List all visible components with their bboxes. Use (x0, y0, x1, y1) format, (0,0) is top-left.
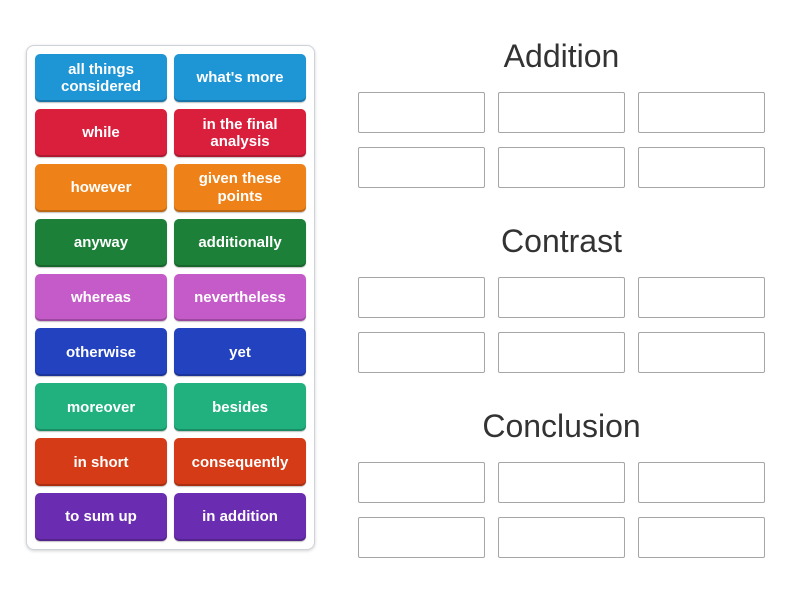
drop-slot[interactable] (498, 146, 625, 188)
drop-slot[interactable] (638, 146, 765, 188)
group-contrast: Contrast (358, 221, 765, 373)
drop-slot[interactable] (638, 276, 765, 318)
word-tile[interactable]: in the final analysis (174, 108, 306, 157)
group-title: Contrast (501, 223, 622, 259)
drop-slot[interactable] (498, 461, 625, 503)
word-tile[interactable]: however (35, 163, 167, 212)
drop-slot[interactable] (358, 331, 485, 373)
group-slots (358, 276, 765, 373)
word-tile[interactable]: all things considered (35, 54, 167, 102)
group-slots (358, 461, 765, 558)
drop-slot[interactable] (358, 276, 485, 318)
drop-slot[interactable] (638, 91, 765, 133)
group-slots (358, 91, 765, 188)
word-tile[interactable]: given these points (174, 163, 306, 212)
word-tile[interactable]: anyway (35, 218, 167, 267)
drop-slot[interactable] (498, 276, 625, 318)
word-tile[interactable]: to sum up (35, 493, 167, 541)
drop-slot[interactable] (358, 516, 485, 558)
group-addition: Addition (358, 36, 765, 188)
word-tile[interactable]: in short (35, 438, 167, 487)
word-tile[interactable]: whereas (35, 273, 167, 322)
word-tile[interactable]: in addition (174, 493, 306, 541)
word-tile[interactable]: consequently (174, 438, 306, 487)
group-title: Conclusion (482, 408, 641, 444)
drop-slot[interactable] (638, 461, 765, 503)
drop-slot[interactable] (498, 91, 625, 133)
drop-slot[interactable] (498, 516, 625, 558)
word-tile[interactable]: yet (174, 328, 306, 377)
word-tile[interactable]: while (35, 108, 167, 157)
drop-slot[interactable] (638, 331, 765, 373)
word-tile[interactable]: what's more (174, 54, 306, 102)
word-tile[interactable]: otherwise (35, 328, 167, 377)
drop-slot[interactable] (358, 146, 485, 188)
word-tile[interactable]: nevertheless (174, 273, 306, 322)
word-tile[interactable]: moreover (35, 383, 167, 432)
drop-slot[interactable] (638, 516, 765, 558)
word-tile[interactable]: additionally (174, 218, 306, 267)
group-title: Addition (503, 38, 620, 74)
group-conclusion: Conclusion (358, 406, 765, 558)
word-tile[interactable]: besides (174, 383, 306, 432)
drop-slot[interactable] (358, 461, 485, 503)
drop-slot[interactable] (498, 331, 625, 373)
drop-slot[interactable] (358, 91, 485, 133)
